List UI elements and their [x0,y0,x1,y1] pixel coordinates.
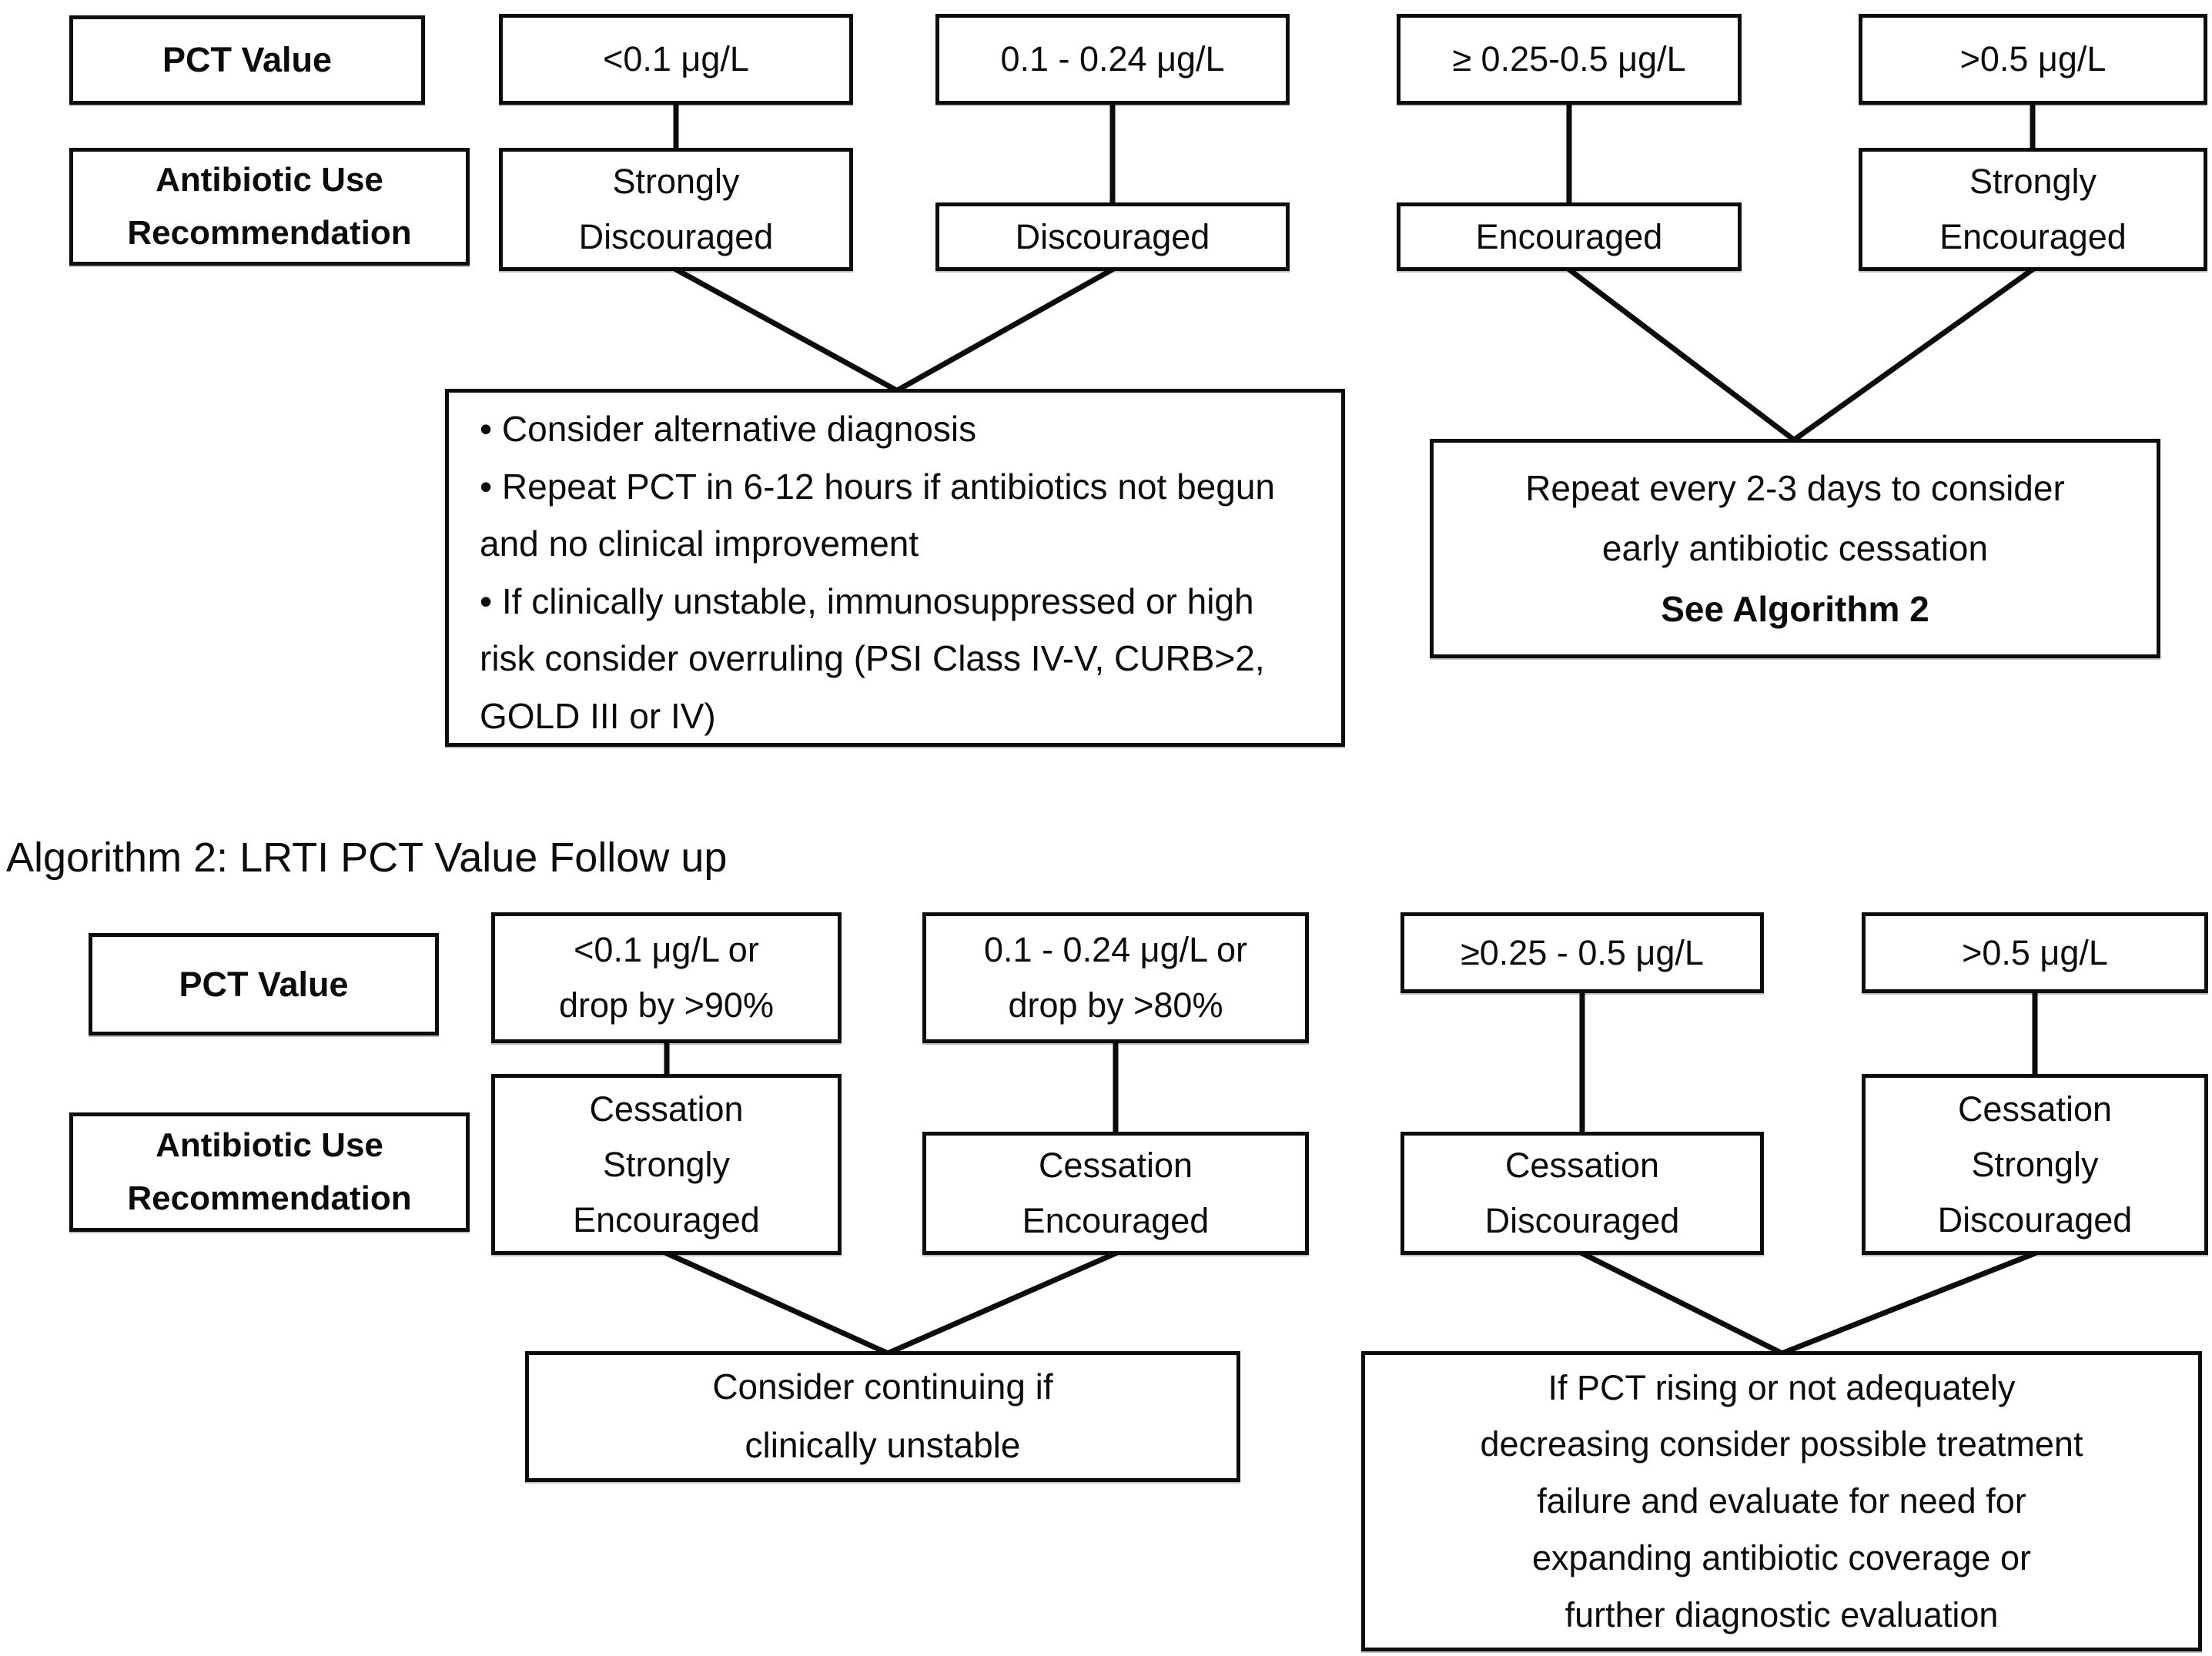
a2-low-pct-note: Consider continuing if clinically unstab… [525,1351,1240,1482]
a1-pct-box-col3: ≥ 0.25-0.5 μg/L [1397,14,1742,105]
rec-line: Encouraged [573,1199,760,1239]
rec-line: Strongly [1971,1144,2099,1184]
rec-line: Discouraged [578,217,774,256]
rec-line: Strongly [1969,162,2097,201]
a2-pct-box-col2: 0.1 - 0.24 μg/L or drop by >80% [922,912,1309,1043]
note-line: early antibiotic cessation [1601,528,1989,569]
a1-pct-value-label: PCT Value [69,15,425,105]
note-line: clinically unstable [745,1425,1021,1465]
rec-line: Encouraged [1939,217,2127,256]
see-algorithm2-text: See Algorithm 2 [1661,588,1929,629]
a2-pct-box-col3: ≥0.25 - 0.5 μg/L [1400,912,1764,993]
pct-line: ≥0.25 - 0.5 μg/L [1461,932,1704,972]
a1-rec-box-col4: Strongly Encouraged [1859,148,2207,271]
note-bullet: • If clinically unstable, immunosuppress… [480,580,1265,736]
pct-line: <0.1 μg/L or [574,930,759,969]
a2-diagonal-col2 [881,1250,1119,1358]
note-line: decreasing consider possible treatment [1480,1424,2083,1464]
rec-line: Strongly [602,1144,731,1184]
pct-line: drop by >90% [559,985,774,1025]
rec-line: Strongly [612,162,740,201]
note-line: If PCT rising or not adequately [1548,1367,2016,1407]
a2-diagonal-col1 [664,1250,895,1358]
a2-antibiotic-use-label: Antibiotic Use Recommendation [69,1112,470,1232]
a1-antibiotic-use-label: Antibiotic Use Recommendation [69,148,470,266]
a1-diagonal-col4 [1787,266,2036,446]
rec-line: Cessation [589,1089,744,1129]
note-line: Repeat every 2-3 days to consider [1525,468,2065,509]
a1-rec-box-col1: Strongly Discouraged [499,148,853,271]
a1-pct-box-col1: <0.1 μg/L [499,14,853,105]
a1-low-pct-note: • Consider alternative diagnosis • Repea… [445,389,1345,747]
rec-line: Cessation [1957,1089,2113,1129]
a2-rec-box-col3: Cessation Discouraged [1400,1132,1764,1255]
a2-rec-box-col4: Cessation Strongly Discouraged [1862,1074,2208,1255]
a2-diagonal-col4 [1775,1250,2038,1358]
a1-rec-box-col3: Encouraged [1397,202,1742,271]
a2-rec-box-col1: Cessation Strongly Encouraged [491,1074,842,1255]
a1-pct-box-col2: 0.1 - 0.24 μg/L [935,14,1290,105]
pct-line: 0.1 - 0.24 μg/L or [984,930,1247,969]
a1-rec-box-col2: Discouraged [935,202,1290,271]
algorithm2-title: Algorithm 2: LRTI PCT Value Follow up [6,835,728,881]
a2-pct-box-col1: <0.1 μg/L or drop by >90% [491,912,842,1043]
rec-line: Cessation [1504,1146,1660,1185]
a1-pct-box-col4: >0.5 μg/L [1859,14,2207,105]
rec-line: Discouraged [1937,1199,2133,1239]
a1-diagonal-col3 [1566,266,1801,446]
rec-line: Discouraged [1015,216,1210,256]
a1-diagonal-col1 [673,266,904,396]
a1-high-pct-note: Repeat every 2-3 days to consider early … [1430,439,2160,658]
rec-line: Discouraged [1484,1201,1680,1240]
note-line: further diagnostic evaluation [1564,1594,1999,1634]
a2-pct-box-col4: >0.5 μg/L [1862,912,2208,993]
rec-line: Cessation [1038,1146,1193,1185]
rec-line: Encouraged [1475,216,1663,256]
pct-line: >0.5 μg/L [1962,932,2108,972]
rec-line: Encouraged [1022,1201,1210,1240]
a2-rec-box-col2: Cessation Encouraged [922,1132,1309,1255]
a2-pct-value-label: PCT Value [89,933,439,1035]
a2-diagonal-col3 [1579,1250,1789,1358]
a2-high-pct-note: If PCT rising or not adequately decreasi… [1361,1351,2202,1651]
note-line: expanding antibiotic coverage or [1532,1537,2031,1577]
note-bullet: • Repeat PCT in 6-12 hours if antibiotic… [480,466,1275,564]
note-line: failure and evaluate for need for [1537,1481,2026,1521]
a1-diagonal-col2 [890,266,1116,396]
note-bullet: • Consider alternative diagnosis [480,409,977,449]
pct-line: drop by >80% [1008,985,1223,1025]
note-line: Consider continuing if [712,1367,1053,1407]
